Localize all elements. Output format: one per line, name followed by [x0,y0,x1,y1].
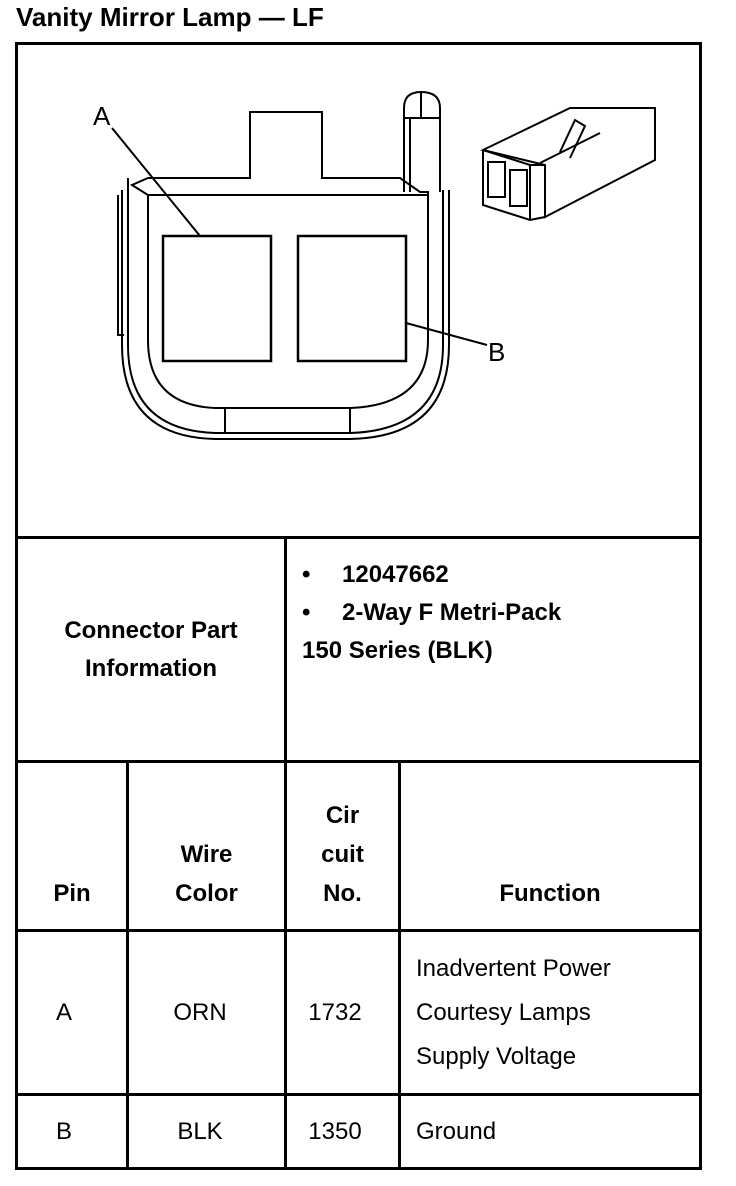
part-series: 150 Series (BLK) [302,637,493,664]
header-function: Function [499,880,601,907]
circuit-cell: 1732 [308,998,362,1026]
connector-diagram: A B [93,90,656,440]
header-wire-color: Wire Color [175,841,238,907]
circuit-cell: 1350 [308,1117,362,1145]
pin-cell: A [55,998,72,1026]
part-type: 2-Way F Metri-Pack [342,599,562,626]
connector-info-value: • 12047662 • 2-Way F Metri-Pack 150 Seri… [302,556,692,670]
function-cell: Ground [416,1117,497,1145]
bullet-icon: • [302,599,311,626]
header-pin: Pin [53,880,91,907]
header-circuit: Cir cuit No. [321,802,364,907]
page-title: Vanity Mirror Lamp — LF [16,2,324,32]
part-number: 12047662 [342,561,449,588]
bullet-icon: • [302,561,311,588]
wire-color-cell: ORN [173,998,227,1026]
connector-info-label: Connector Part Information [18,539,284,760]
pin-label-a: A [93,101,111,131]
connector-info-label-line1: Connector Part [64,616,238,644]
connector-info-label-line2: Information [85,654,217,682]
wire-color-cell: BLK [177,1117,223,1145]
function-cell: Inadvertent Power Courtesy Lamps Supply … [416,954,611,1070]
pin-label-b: B [488,337,505,367]
pin-cell: B [55,1117,72,1145]
